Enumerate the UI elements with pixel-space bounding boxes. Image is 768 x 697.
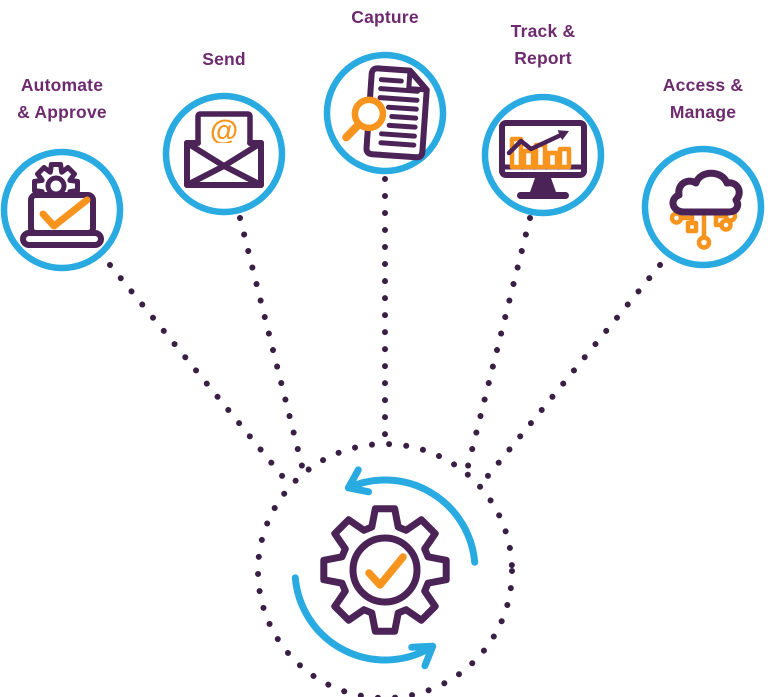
node-label-automate-approve: Automate & Approve: [0, 72, 132, 126]
cloud-shape: [669, 169, 743, 216]
document-text-lines: [377, 77, 421, 148]
connector-track-report: [462, 215, 533, 481]
node-label-track-report: Track & Report: [473, 18, 613, 72]
dotted-ring: [255, 441, 515, 697]
at-symbol: @: [210, 115, 238, 147]
document-search-icon: [323, 51, 447, 175]
node-label-send: Send: [154, 46, 294, 73]
label-line: & Approve: [17, 102, 107, 123]
trend-arrow: [506, 132, 564, 156]
label-line: Automate: [20, 75, 104, 95]
laptop-base: [20, 230, 104, 248]
cycle-arc-top: [344, 476, 479, 566]
node-label-access-manage: Access & Manage: [633, 72, 768, 126]
gear-check-cycle-icon: [291, 466, 479, 670]
label-line: Access &: [662, 75, 744, 95]
dotted-connectors: [107, 176, 663, 697]
connector-automate-approve: [107, 262, 295, 491]
monitor-chart-icon: [481, 93, 605, 217]
label-line: Send: [202, 49, 246, 69]
connector-access-manage: [475, 262, 663, 491]
envelope-outline: [184, 140, 264, 188]
cycle-arc-bottom: [291, 574, 437, 664]
checkmark-icon: [39, 196, 91, 230]
node-label-capture: Capture: [315, 4, 455, 31]
checkmark-icon: [365, 553, 407, 589]
label-line: Track &: [510, 21, 576, 41]
magnifier-handle: [342, 121, 363, 142]
gear-hub: [349, 534, 421, 606]
cycle-arrows: [291, 466, 479, 670]
trend-arrowhead: [557, 130, 569, 141]
label-line: Report: [514, 48, 572, 69]
laptop-gear-check-icon: [0, 148, 124, 272]
label-line: Manage: [669, 102, 737, 123]
connector-send: [237, 215, 308, 481]
monitor-base: [517, 192, 569, 199]
label-line: Capture: [351, 7, 419, 27]
cycle-arrowhead-bottom: [408, 642, 437, 670]
cycle-arrowhead-top: [344, 466, 373, 496]
cloud-network-icon: [641, 145, 765, 269]
monitor-stand: [530, 178, 556, 192]
magnifier-glass: [351, 96, 387, 132]
envelope-email-icon: @: [162, 92, 286, 216]
